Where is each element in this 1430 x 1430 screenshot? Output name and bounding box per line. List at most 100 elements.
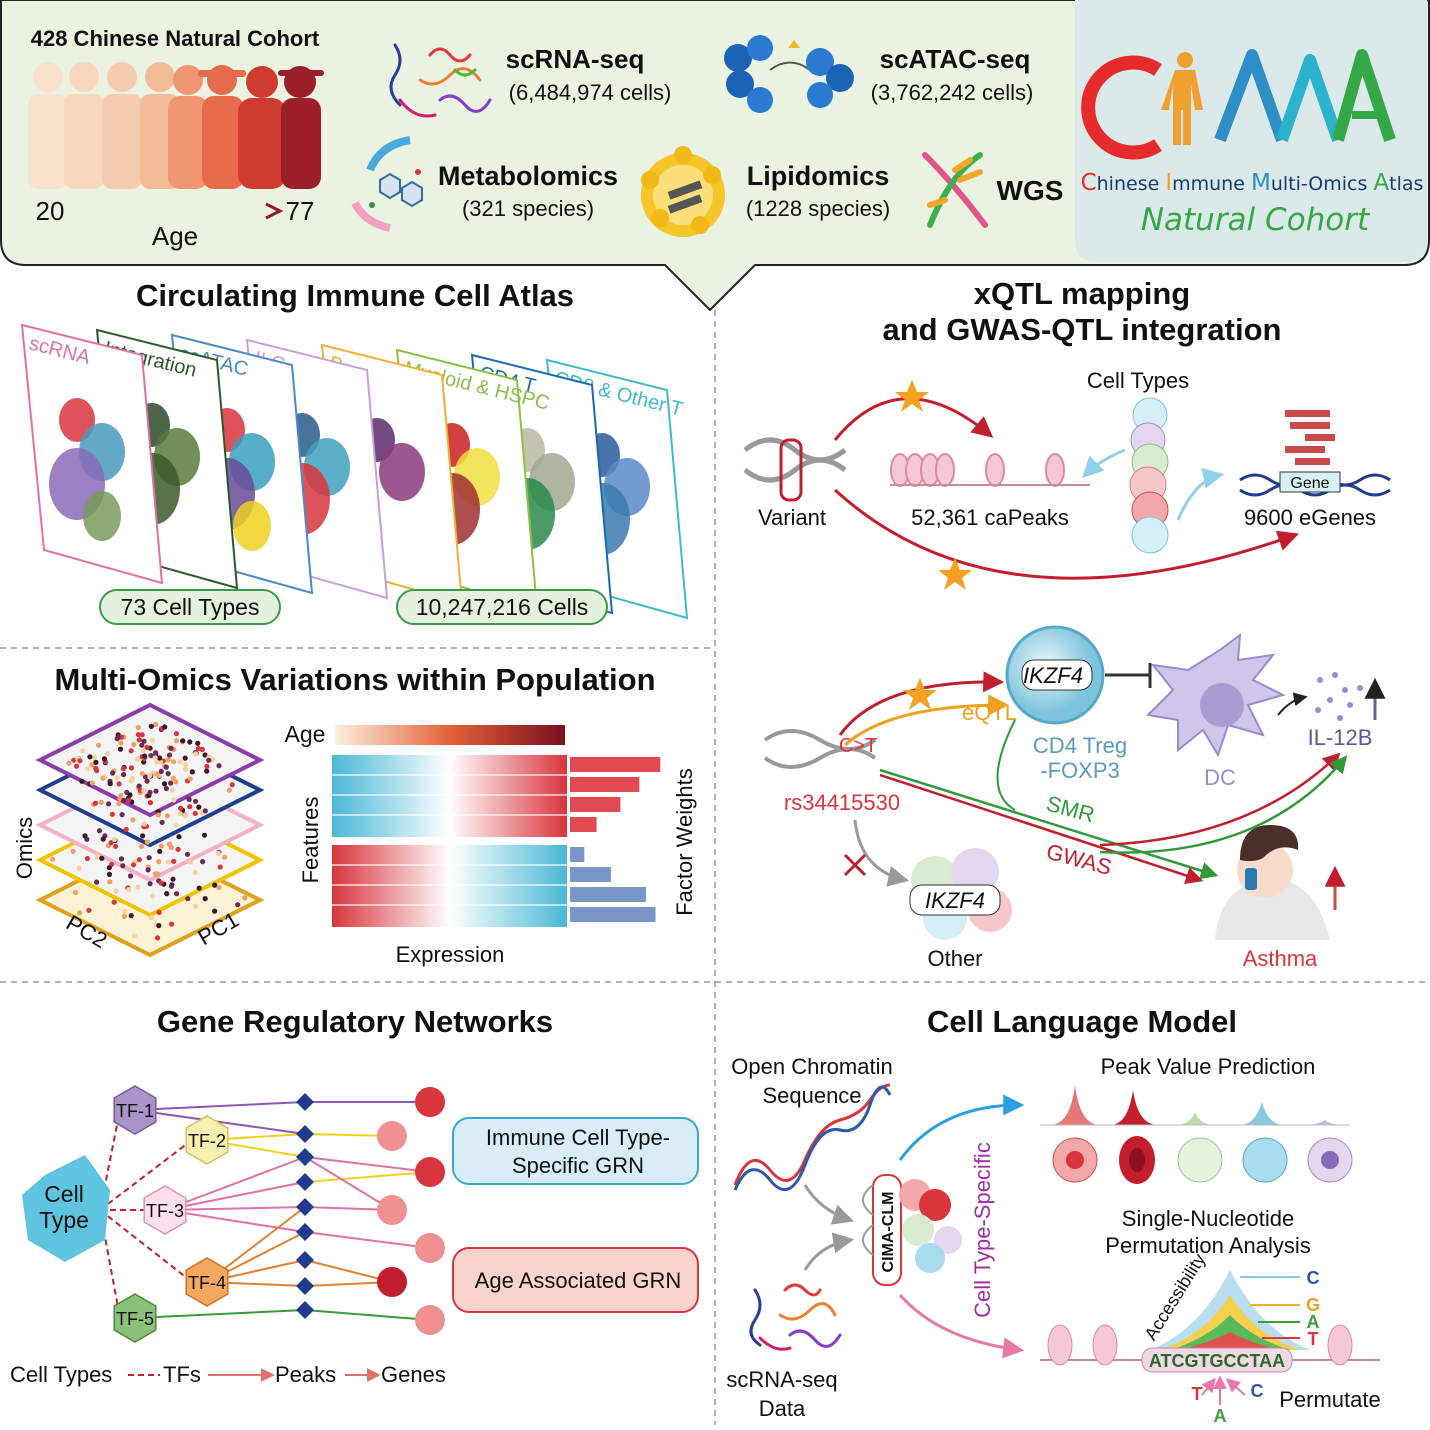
age-max: 77 — [286, 196, 315, 226]
cell-type-node: Cell Type — [22, 1155, 110, 1262]
snp-change: C>T — [839, 735, 877, 757]
clm-title: Cell Language Model — [927, 1004, 1237, 1039]
xqtl-title-line1: xQTL mapping — [974, 276, 1190, 311]
peak-node — [296, 1251, 314, 1269]
omics-detail-scrna: (6,484,974 cells) — [509, 80, 672, 105]
variant-highlight — [779, 438, 803, 502]
base-g: G — [1306, 1295, 1320, 1315]
cells-badge-text: 10,247,216 Cells — [416, 594, 589, 620]
treg-label-line2: -FOXP3 — [1040, 758, 1119, 783]
omics-name-lipidomics: Lipidomics — [747, 161, 890, 191]
age-gradient-bar — [335, 725, 565, 745]
cells-badge — [396, 589, 608, 625]
cytokine-dots-icon — [1315, 672, 1363, 721]
cell-types-badge-text: 73 Cell Types — [121, 594, 260, 620]
perm-base-t: T — [1192, 1384, 1203, 1404]
factor-weight-bars — [570, 757, 661, 922]
age-grn-text: Age Associated GRN — [475, 1268, 682, 1293]
scrna-data-line2: Data — [759, 1396, 806, 1421]
scrna-squiggle-icon — [389, 43, 492, 118]
gene-node — [415, 1087, 445, 1117]
other-ikzf4: IKZF4 — [925, 888, 985, 913]
il12b-label: IL-12B — [1308, 725, 1373, 750]
star-icon — [895, 380, 929, 412]
inhibition-line — [1105, 663, 1152, 688]
omics-detail-lipidomics: (1228 species) — [746, 196, 890, 221]
svg-text:TF-2: TF-2 — [188, 1131, 226, 1151]
xqtl-section: xQTL mapping and GWAS-QTL integration Va… — [743, 276, 1391, 971]
dna-helix-icon — [922, 152, 988, 228]
omics-name-scatac: scATAC-seq — [880, 44, 1031, 74]
omics-axis-label: Omics — [12, 817, 37, 879]
svg-text:TF-5: TF-5 — [116, 1309, 154, 1329]
svg-text:TF-4: TF-4 — [188, 1273, 226, 1293]
base-a: A — [1307, 1312, 1320, 1332]
egene-arrow — [833, 488, 1299, 580]
cima-subtitle: Natural Cohort — [1141, 202, 1371, 238]
section-dividers — [0, 310, 1430, 1425]
omics-name-metabolomics: Metabolomics — [438, 161, 618, 191]
clm-section: Cell Language Model Open Chromatin Seque… — [726, 1004, 1380, 1426]
xqtl-title-line2: and GWAS-QTL integration — [883, 312, 1282, 347]
gene-node — [377, 1195, 407, 1225]
tf-node: TF-2 — [185, 1115, 229, 1165]
atlas-title: Circulating Immune Cell Atlas — [136, 278, 574, 313]
peak-node — [296, 1173, 314, 1191]
egenes-label: 9600 eGenes — [1244, 505, 1376, 530]
svg-text:Cell Types: Cell Types — [10, 1362, 112, 1387]
cohort-title: 428 Chinese Natural Cohort — [31, 26, 320, 51]
cima-clm-model — [862, 1174, 962, 1286]
immune-grn-line1: Immune Cell Type- — [486, 1125, 670, 1150]
other-cells-icon — [909, 848, 1012, 940]
peak-cells — [1052, 1136, 1353, 1184]
metabolomics-molecule-icon — [351, 136, 423, 232]
permutate-label: Permutate — [1279, 1387, 1381, 1412]
star-icon — [938, 558, 972, 590]
snp-dna-icon — [763, 729, 877, 769]
nucleosomes-icon — [890, 453, 1090, 487]
gene-node — [415, 1233, 445, 1263]
lipid-particle-icon — [641, 146, 725, 237]
cima-logo — [1081, 49, 1396, 160]
grn-legend: Cell Types TFs Peaks Genes — [10, 1362, 446, 1387]
atlas-panel: scRNA — [20, 323, 164, 585]
perm-base-c: C — [1251, 1381, 1264, 1401]
variation-title: Multi-Omics Variations within Population — [54, 662, 655, 697]
peak-node — [296, 1148, 314, 1166]
immune-grn-box — [452, 1117, 699, 1185]
treg-label-line1: CD4 Treg — [1033, 733, 1127, 758]
peak-node — [296, 1198, 314, 1216]
clm-model-name: CIMA-CLM — [880, 1192, 897, 1273]
age-grn-box — [452, 1247, 699, 1313]
atlas-section: Circulating Immune Cell Atlas CD8 & Othe… — [20, 278, 689, 625]
snpa-line2: Permutation Analysis — [1105, 1233, 1310, 1258]
variant-label: Variant — [758, 505, 826, 530]
peak-node — [296, 1125, 314, 1143]
capeaks-label: 52,361 caPeaks — [911, 505, 1069, 530]
svg-text:Type: Type — [39, 1207, 89, 1233]
age-bar-label: Age — [285, 721, 326, 747]
tf-node: TF-4 — [185, 1257, 229, 1307]
treg-ikzf4: IKZF4 — [1023, 663, 1083, 688]
peak-node — [296, 1301, 314, 1319]
omics-name-scrna: scRNA-seq — [506, 44, 645, 74]
heatmap — [332, 755, 567, 927]
svg-text:TF-3: TF-3 — [146, 1201, 184, 1221]
omics-detail-scatac: (3,762,242 cells) — [871, 80, 1034, 105]
egene-icon — [1239, 410, 1391, 497]
svg-text:Genes: Genes — [381, 1362, 446, 1387]
age-label: Age — [152, 221, 198, 251]
open-chromatin-line1: Open Chromatin — [731, 1054, 892, 1079]
gene-node — [415, 1305, 445, 1335]
svg-text:TFs: TFs — [163, 1362, 201, 1387]
peak-node — [296, 1277, 314, 1295]
scatac-chromatin-icon — [724, 35, 854, 113]
asthma-patient-icon — [1215, 825, 1330, 940]
peak-prediction-label: Peak Value Prediction — [1101, 1054, 1316, 1079]
factor-weight-bar — [570, 757, 661, 772]
dc-label: DC — [1204, 765, 1236, 790]
grn-section: Gene Regulatory Networks Cell Type TF-1T… — [10, 1004, 699, 1387]
svg-text:Peaks: Peaks — [275, 1362, 336, 1387]
